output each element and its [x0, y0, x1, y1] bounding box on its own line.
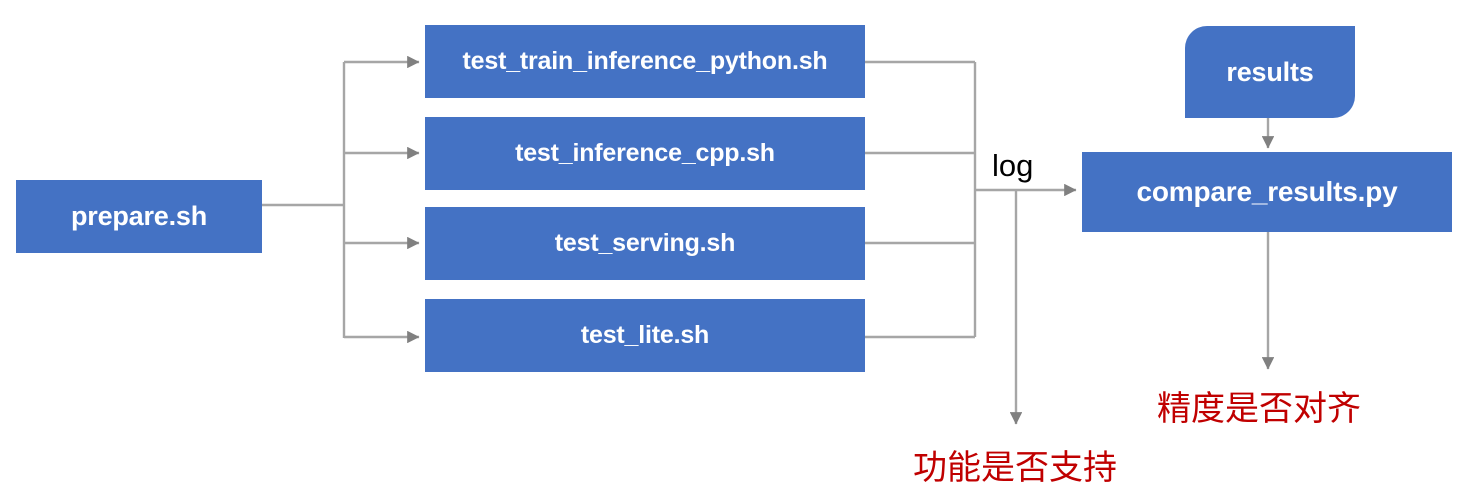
node-test-inference-cpp-sh[interactable]: test_inference_cpp.sh	[425, 117, 865, 190]
annotation-precision-aligned: 精度是否对齐	[1157, 389, 1361, 429]
node-compare-results-py-label: compare_results.py	[1136, 176, 1398, 207]
annotation-feature-support: 功能是否支持	[913, 448, 1117, 488]
edge-label-log: log	[992, 148, 1034, 183]
node-prepare-sh-label: prepare.sh	[70, 201, 208, 231]
node-results-label: results	[1226, 56, 1314, 87]
node-test-serving-sh[interactable]: test_serving.sh	[425, 207, 865, 280]
node-test-serving-sh-label: test_serving.sh	[554, 229, 736, 257]
node-results[interactable]: results	[1185, 26, 1355, 118]
node-test-inference-cpp-sh-label: test_inference_cpp.sh	[515, 139, 775, 167]
node-test-train-inference-python-sh[interactable]: test_train_inference_python.sh	[425, 25, 865, 98]
node-test-train-inference-python-sh-label: test_train_inference_python.sh	[462, 47, 828, 75]
edge-prepare-to-trunk	[262, 62, 346, 338]
node-compare-results-py[interactable]: compare_results.py	[1082, 152, 1452, 232]
node-test-lite-sh[interactable]: test_lite.sh	[425, 299, 865, 372]
node-prepare-sh[interactable]: prepare.sh	[16, 180, 262, 253]
edge-tests-to-collector	[865, 60, 977, 339]
node-test-lite-sh-label: test_lite.sh	[580, 321, 710, 349]
